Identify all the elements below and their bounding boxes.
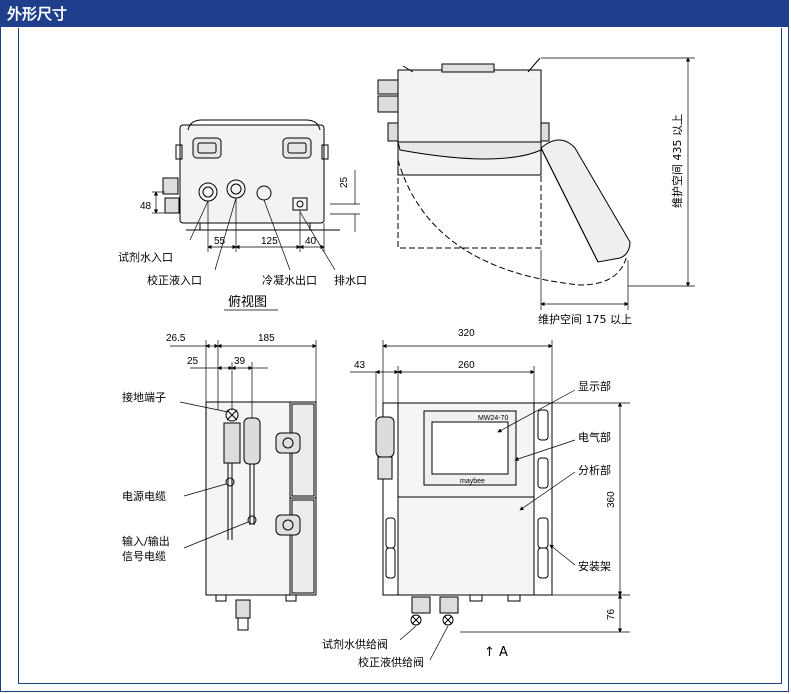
dim-40: 40 [305, 236, 317, 247]
left-front-view [205, 401, 317, 631]
label-analysis: 分析部 [578, 463, 611, 477]
label-maint-horizontal: 维护空间 175 以上 [538, 312, 632, 326]
label-electrical: 电气部 [578, 430, 611, 444]
dim-25-left: 25 [187, 356, 199, 367]
dim-26-5: 26.5 [166, 333, 186, 344]
label-calib-inlet: 校正液入口 [147, 273, 202, 287]
label-reagent-inlet: 试剂水入口 [118, 250, 173, 264]
side-view [377, 57, 631, 286]
dim-25-top: 25 [339, 176, 350, 188]
side-view-dims [540, 57, 695, 310]
front-view [375, 402, 553, 626]
label-io-cable-1: 输入/输出 [122, 534, 170, 548]
dim-260: 260 [458, 360, 475, 371]
section-header: 外形尺寸 [1, 1, 788, 27]
dim-360: 360 [606, 491, 617, 508]
front-view-dims [350, 340, 630, 661]
dim-55: 55 [214, 236, 226, 247]
top-view-dims [152, 170, 360, 271]
left-front-dims [170, 340, 317, 549]
section-title: 外形尺寸 [7, 5, 68, 23]
screen-model: MW24-70 [478, 415, 508, 422]
label-drain: 排水口 [334, 273, 367, 287]
dim-76: 76 [606, 608, 617, 620]
dim-43: 43 [354, 360, 366, 371]
dim-125: 125 [261, 236, 278, 247]
label-display: 显示部 [578, 379, 611, 393]
label-ground: 接地端子 [122, 391, 166, 404]
label-maint-vertical: 维护空间 435 以上 [670, 114, 684, 208]
label-reagent-valve: 试剂水供给阀 [322, 637, 388, 651]
top-view-caption: 俯视图 [228, 294, 267, 310]
dim-39: 39 [234, 356, 246, 367]
label-calib-valve: 校正液供给阀 [358, 655, 424, 669]
top-view [162, 119, 340, 231]
label-arrow-a: ↑ A [484, 645, 508, 660]
diagram-panel [18, 28, 782, 684]
brand-name: maybee [460, 478, 485, 485]
label-io-cable-2: 信号电缆 [122, 550, 166, 563]
dim-185: 185 [258, 333, 275, 344]
label-condensate-outlet: 冷凝水出口 [262, 273, 317, 287]
dim-320: 320 [458, 328, 475, 339]
label-bracket: 安装架 [578, 559, 611, 573]
label-power-cable: 电源电缆 [122, 489, 166, 503]
dim-48: 48 [140, 201, 152, 212]
